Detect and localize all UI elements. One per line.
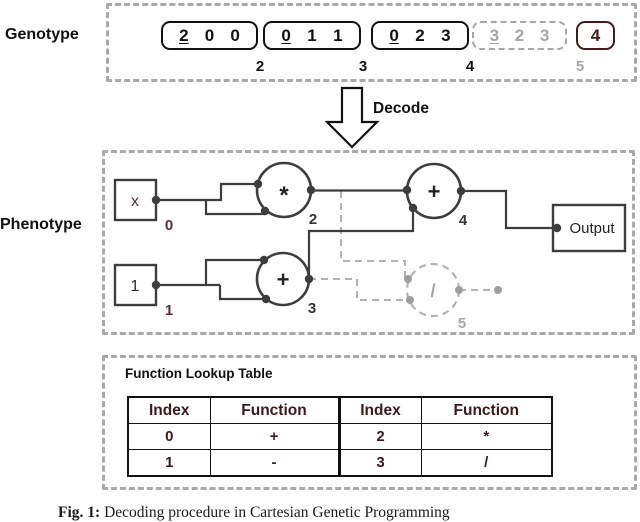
- function-node-3-index: 3: [308, 300, 316, 317]
- gene-digit: 1: [333, 25, 343, 45]
- down-arrow-icon: [325, 86, 380, 149]
- function-node-2-symbol: *: [279, 182, 289, 209]
- gene-digit: 0: [389, 25, 399, 45]
- active-wires: [156, 182, 557, 301]
- gene-box-output: 4: [576, 21, 615, 50]
- gene-digit: 0: [281, 25, 291, 45]
- gene-digit: 0: [204, 25, 215, 45]
- input-node-1-index: 1: [165, 302, 173, 319]
- phenotype-graph: x 0 1 1 * 2 + 3 + 4 / 5 Output: [113, 161, 627, 332]
- output-node: [551, 203, 627, 253]
- gene-digit: 0: [230, 25, 240, 45]
- table-cell: 1: [127, 449, 211, 477]
- table-cell: 2: [337, 423, 422, 450]
- input-node-1-symbol: 1: [131, 278, 140, 295]
- column-header: Function: [420, 396, 553, 424]
- table-cell: -: [209, 449, 340, 477]
- decode-arrow: Decode: [325, 86, 429, 149]
- table-cell: 0: [127, 423, 211, 450]
- column-header: Index: [337, 396, 422, 424]
- inactive-wires: [309, 191, 495, 301]
- gene-index-label: 4: [465, 58, 475, 75]
- gene-digit: 1: [307, 25, 317, 45]
- active-connection-dots: [151, 179, 562, 304]
- table-cell: +: [209, 423, 340, 450]
- figure-caption: Fig. 1: Decoding procedure in Cartesian …: [58, 504, 598, 522]
- gene-index-label: 3: [358, 58, 368, 75]
- table-cell: 3: [337, 449, 422, 477]
- table-cell: *: [420, 423, 553, 450]
- function-node-4-symbol: +: [428, 179, 441, 204]
- gene-digit: 2: [415, 25, 425, 45]
- gene-digit: 3: [441, 25, 451, 45]
- table-cell: /: [420, 449, 553, 477]
- phenotype-container: x 0 1 1 * 2 + 3 + 4 / 5 Output: [102, 150, 635, 335]
- input-node-x: [113, 178, 158, 222]
- caption-text: Decoding procedure in Cartesian Genetic …: [104, 504, 450, 521]
- gene-digit: 3: [539, 25, 550, 45]
- input-node-x-symbol: x: [131, 193, 139, 210]
- lookup-table-title: Function Lookup Table: [125, 366, 273, 381]
- function-node-4-index: 4: [459, 212, 468, 229]
- genotype-section-label: Genotype: [5, 26, 79, 43]
- inactive-connection-dots: [404, 275, 502, 304]
- input-node-x-index: 0: [165, 217, 173, 234]
- function-node-2-index: 2: [309, 211, 317, 228]
- input-node-1: [113, 263, 158, 307]
- gene-digit: 2: [179, 25, 189, 45]
- caption-prefix: Fig. 1:: [58, 504, 101, 521]
- column-header: Function: [209, 396, 340, 424]
- gene-index-label: 5: [575, 58, 585, 75]
- function-node-5-symbol: /: [430, 281, 435, 301]
- table-row: 1 - 3 /: [127, 449, 553, 477]
- decode-label: Decode: [373, 100, 429, 117]
- gene-digit: 4: [590, 25, 601, 45]
- output-node-label: Output: [569, 220, 615, 237]
- table-header-row: Index Function Index Function: [127, 396, 553, 424]
- gene-index-label: 2: [255, 58, 265, 75]
- table-row: 0 + 2 *: [127, 423, 553, 450]
- gene-digit: 2: [514, 25, 525, 45]
- column-header: Index: [127, 396, 211, 424]
- lookup-table-container: Function Lookup Table Index Function Ind…: [102, 355, 637, 490]
- function-node-3-symbol: +: [277, 267, 290, 292]
- gene-digit: 3: [489, 25, 500, 45]
- function-node-5-index: 5: [458, 315, 466, 332]
- phenotype-section-label: Phenotype: [0, 216, 82, 233]
- function-lookup-table: Index Function Index Function 0 + 2 * 1 …: [127, 396, 553, 477]
